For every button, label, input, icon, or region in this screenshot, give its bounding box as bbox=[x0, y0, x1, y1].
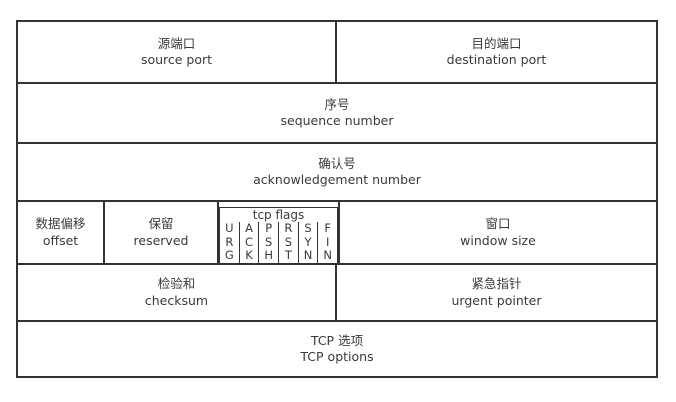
flag-urg-letter-2: R bbox=[225, 234, 234, 249]
field-acknowledgement-number-label-en: acknowledgement number bbox=[253, 172, 421, 187]
field-checksum-label-en: checksum bbox=[144, 292, 209, 308]
flag-urg: U R G bbox=[220, 222, 240, 263]
flag-syn: S Y N bbox=[299, 222, 319, 263]
field-urgent-pointer-label-cn: 紧急指针 bbox=[471, 276, 522, 291]
field-sequence-number-label-cn: 序号 bbox=[324, 96, 350, 112]
field-checksum-label-cn: 检验和 bbox=[157, 276, 196, 291]
field-reserved: 保留 reserved bbox=[105, 202, 219, 263]
row-checksum-urgent: 检验和 checksum 紧急指针 urgent pointer bbox=[18, 265, 656, 322]
field-tcp-flags: tcp flags U R G A C K P bbox=[219, 202, 340, 263]
field-data-offset-label-cn: 数据偏移 bbox=[35, 216, 86, 231]
field-checksum: 检验和 checksum bbox=[18, 265, 337, 320]
row-acknowledgement-number: 确认号 acknowledgement number bbox=[18, 144, 656, 202]
field-destination-port: 目的端口 destination port bbox=[337, 22, 656, 82]
flag-psh-letter-1: P bbox=[265, 221, 273, 236]
field-window-size-label-en: window size bbox=[460, 232, 536, 248]
row-offset-flags-window: 数据偏移 offset 保留 reserved tcp flags U R G bbox=[18, 202, 656, 265]
field-destination-port-label-cn: 目的端口 bbox=[471, 35, 522, 51]
field-tcp-options-label-en: TCP options bbox=[300, 349, 374, 364]
tcp-header-table: 源端口 source port 目的端口 destination port 序号… bbox=[16, 20, 658, 378]
row-sequence-number: 序号 sequence number bbox=[18, 84, 656, 144]
field-urgent-pointer: 紧急指针 urgent pointer bbox=[337, 265, 656, 320]
field-window-size-label-cn: 窗口 bbox=[485, 216, 511, 231]
flag-fin-letter-1: F bbox=[324, 221, 331, 236]
flag-psh-letter-3: H bbox=[264, 248, 273, 263]
flag-syn-letter-3: N bbox=[303, 248, 313, 263]
flag-fin-letter-2: I bbox=[325, 234, 330, 249]
field-sequence-number-label-en: sequence number bbox=[280, 113, 394, 128]
flag-rst-letter-1: R bbox=[284, 221, 293, 236]
field-data-offset: 数据偏移 offset bbox=[18, 202, 105, 263]
flag-fin: F I N bbox=[318, 222, 338, 263]
tcp-flags-group: tcp flags U R G A C K P bbox=[219, 207, 338, 263]
flag-rst-letter-2: S bbox=[284, 234, 292, 249]
field-tcp-options-label-cn: TCP 选项 bbox=[310, 332, 364, 348]
flag-rst: R S T bbox=[279, 222, 299, 263]
field-source-port-label-en: source port bbox=[140, 52, 213, 67]
flag-syn-letter-2: Y bbox=[304, 234, 312, 249]
flag-ack-letter-2: C bbox=[244, 234, 254, 249]
flag-ack-letter-3: K bbox=[245, 248, 253, 263]
field-reserved-label-cn: 保留 bbox=[148, 216, 174, 231]
field-urgent-pointer-label-en: urgent pointer bbox=[451, 292, 542, 308]
flag-psh-letter-2: S bbox=[265, 234, 273, 249]
field-reserved-label-en: reserved bbox=[133, 232, 189, 248]
field-window-size: 窗口 window size bbox=[340, 202, 656, 263]
row-tcp-options: TCP 选项 TCP options bbox=[18, 322, 656, 376]
flag-fin-letter-3: N bbox=[323, 248, 332, 263]
field-source-port-label-cn: 源端口 bbox=[157, 35, 196, 51]
flag-urg-letter-1: U bbox=[225, 221, 234, 236]
flag-syn-letter-1: S bbox=[304, 221, 312, 236]
flag-rst-letter-3: T bbox=[284, 248, 292, 263]
field-acknowledgement-number: 确认号 acknowledgement number bbox=[18, 144, 656, 200]
field-data-offset-label-en: offset bbox=[42, 232, 79, 248]
tcp-flags-title: tcp flags bbox=[219, 207, 338, 222]
field-sequence-number: 序号 sequence number bbox=[18, 84, 656, 142]
flag-ack: A C K bbox=[240, 222, 260, 263]
flag-urg-letter-3: G bbox=[224, 248, 234, 263]
field-destination-port-label-en: destination port bbox=[446, 52, 547, 67]
field-acknowledgement-number-label-cn: 确认号 bbox=[318, 155, 356, 171]
tcp-flags-columns: U R G A C K P S H bbox=[219, 222, 338, 263]
field-tcp-options: TCP 选项 TCP options bbox=[18, 322, 656, 376]
flag-psh: P S H bbox=[259, 221, 280, 263]
field-source-port: 源端口 source port bbox=[18, 22, 337, 82]
row-ports: 源端口 source port 目的端口 destination port bbox=[18, 22, 656, 84]
flag-ack-letter-1: A bbox=[245, 221, 253, 236]
